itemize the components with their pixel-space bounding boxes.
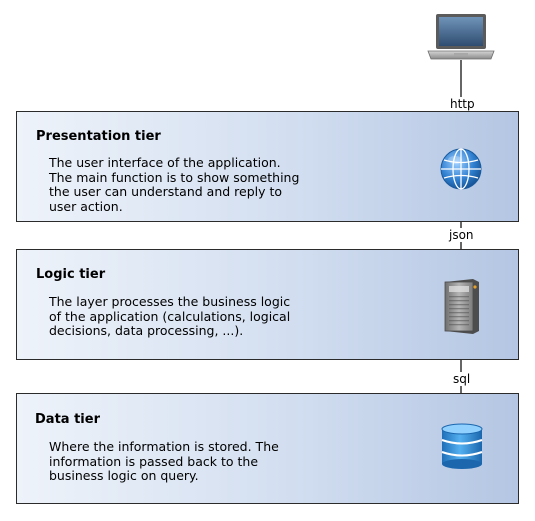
connector-http-label: http [449, 97, 476, 111]
data-tier-description: Where the information is stored. The inf… [49, 439, 279, 483]
presentation-tier-title: Presentation tier [36, 129, 161, 144]
globe-icon [440, 148, 482, 194]
logic-tier-description: The layer processes the business logic o… [49, 294, 291, 338]
database-icon [441, 423, 483, 474]
presentation-tier-box: Presentation tier The user interface of … [16, 111, 519, 222]
presentation-tier-description: The user interface of the application. T… [49, 155, 300, 214]
logic-tier-title: Logic tier [36, 267, 106, 282]
data-tier-box: Data tier Where the information is store… [16, 393, 519, 504]
server-icon [441, 278, 481, 339]
data-tier-title: Data tier [35, 412, 100, 427]
connector-sql-label: sql [452, 372, 472, 386]
laptop-icon [426, 13, 496, 65]
connector-json-label: json [448, 228, 475, 242]
logic-tier-box: Logic tier The layer processes the busin… [16, 249, 519, 360]
